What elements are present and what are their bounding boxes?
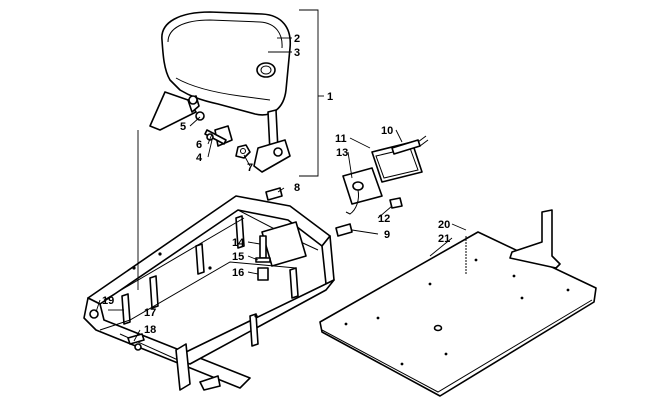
callout-15: 15	[232, 251, 244, 263]
callout-10: 10	[381, 125, 393, 137]
floor-pan-plate	[319, 231, 597, 397]
callout-4: 4	[196, 152, 203, 164]
nut-19	[89, 309, 99, 319]
callout-3: 3	[294, 47, 300, 59]
backrest-left-bracket	[149, 91, 197, 131]
callout-9: 9	[384, 229, 390, 241]
callout-2: 2	[294, 33, 300, 45]
backrest-emblem	[256, 62, 276, 78]
rack-front-rail	[321, 235, 335, 285]
reflector-strip-9	[335, 223, 353, 237]
callout-14: 14	[232, 237, 245, 249]
callout-19: 19	[102, 295, 114, 307]
floor-pan-tab	[509, 209, 561, 269]
reflector-strip-8	[265, 187, 283, 201]
callout-7: 7	[247, 162, 253, 174]
taillight-assembly	[342, 135, 429, 215]
callout-5: 5	[180, 121, 186, 133]
washer-15	[255, 257, 271, 263]
bolt-14	[259, 235, 267, 259]
callout-12: 12	[378, 213, 390, 225]
backrest-fasteners	[195, 111, 251, 159]
callout-8: 8	[294, 182, 300, 194]
callout-labels: 1 2 3 4 5 6 7 8 9 10 11 12 13 14 15 16 1…	[102, 33, 450, 336]
rack-center-plate	[261, 221, 307, 267]
floor-pan	[319, 209, 597, 397]
backrest-assembly	[149, 11, 291, 173]
callout-1: 1	[327, 91, 333, 103]
nut-16	[257, 267, 269, 281]
rack-left-side	[83, 297, 251, 389]
leader-lines	[95, 37, 467, 342]
nut-5	[195, 111, 205, 121]
callout-18: 18	[144, 324, 156, 336]
callout-11: 11	[335, 133, 347, 145]
backrest-right-bracket	[253, 139, 291, 173]
backrest-pad	[161, 11, 291, 116]
rear-rack	[83, 195, 335, 391]
callout-6: 6	[196, 139, 202, 151]
callout-13: 13	[336, 147, 348, 159]
callout-16: 16	[232, 267, 244, 279]
callout-21: 21	[438, 233, 450, 245]
taillight-wire	[345, 189, 359, 215]
callout-20: 20	[438, 219, 450, 231]
nut-7	[235, 144, 251, 159]
callout-17: 17	[144, 307, 156, 319]
